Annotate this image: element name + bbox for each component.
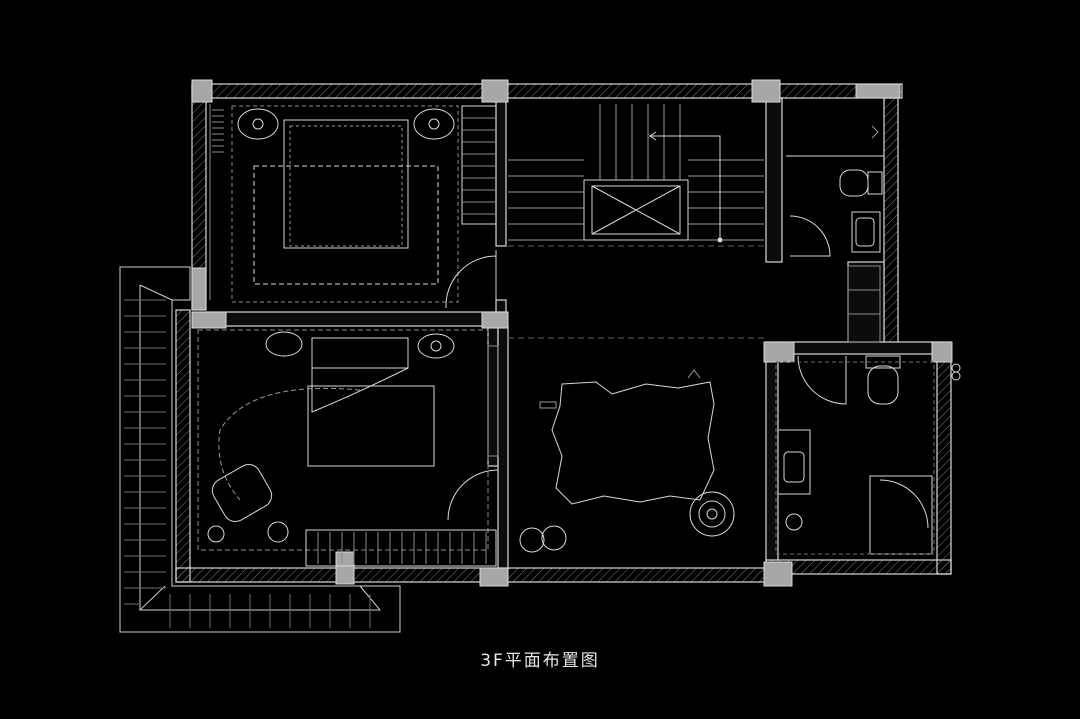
shower-south	[869, 475, 933, 555]
bedroom-south	[197, 329, 499, 567]
bathroom-north	[786, 125, 884, 343]
toilet-south	[867, 365, 899, 405]
wardrobe-north	[461, 105, 497, 225]
toilet-north	[839, 169, 869, 197]
nightstand-south-left	[265, 331, 303, 357]
columns	[191, 79, 953, 587]
shelf-north	[847, 265, 881, 343]
nightstand-lamp-right	[413, 108, 455, 140]
lounge-chair	[211, 463, 273, 523]
wardrobe-south	[305, 529, 497, 567]
bedroom-north	[209, 104, 497, 309]
lounge-area	[519, 369, 735, 553]
stair-treads	[508, 104, 764, 241]
interior-walls	[205, 97, 938, 569]
roof-slats	[124, 299, 371, 628]
side-table	[689, 491, 735, 537]
plan-caption: 3F平面布置图	[480, 651, 600, 671]
stair-hall	[508, 104, 766, 339]
door-swing-north	[445, 250, 497, 309]
nightstand-lamp-left	[237, 108, 279, 140]
lounge-rug	[551, 381, 715, 505]
door-swing-south	[447, 468, 499, 521]
stair-direction-arrow	[649, 131, 721, 240]
bathroom-south	[775, 355, 961, 555]
rug-curve	[218, 387, 361, 501]
vanity-south	[777, 429, 811, 495]
basin-north	[851, 211, 881, 253]
roof-terrace	[119, 266, 401, 633]
nightstand-south-right	[417, 333, 455, 359]
stair-void	[583, 179, 689, 241]
